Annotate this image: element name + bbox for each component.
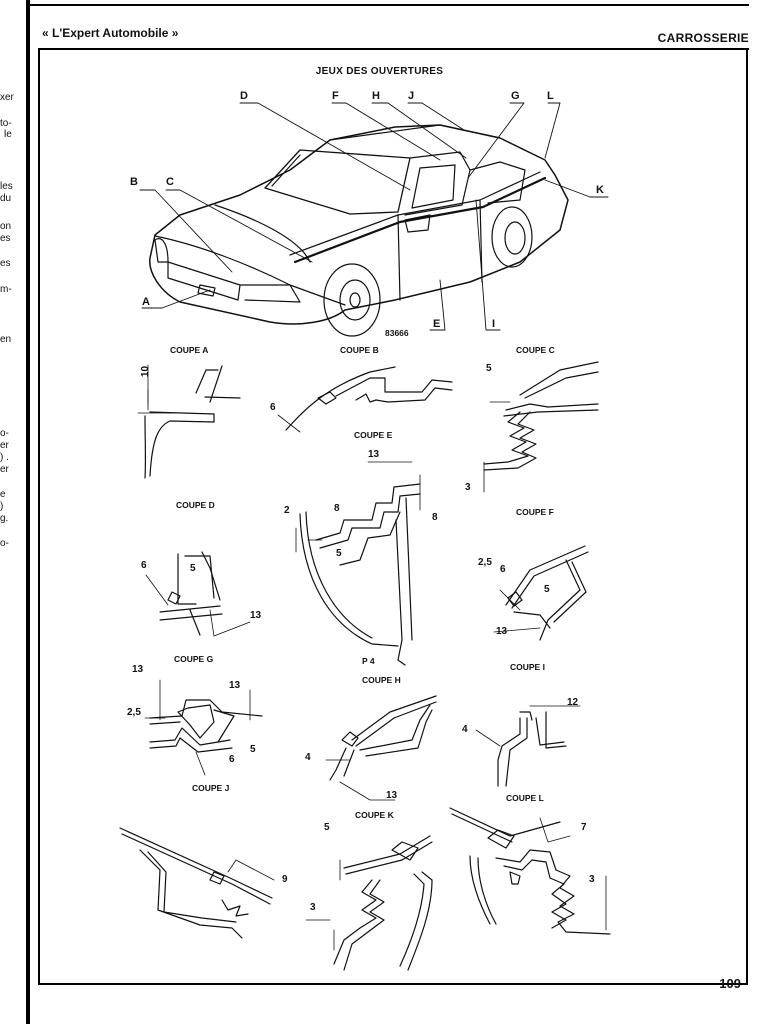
coupe-d-dim-6: 6 [141,560,147,571]
coupe-e-drawing [295,461,421,666]
callout-c: C [166,176,174,188]
margin-fragment: on [0,221,12,232]
callout-leaders [139,102,609,331]
coupe-e-note: P 4 [362,656,375,666]
margin-fragment: er [0,440,9,451]
coupe-c-drawing [483,361,599,493]
callout-i: I [492,318,496,330]
coupe-d-dim-13: 13 [250,610,262,621]
margin-fragment: g. [0,513,9,524]
coupe-a-dim-10: 10 [140,365,152,378]
margin-fragment: es [0,233,11,244]
coupe-i-dim-4: 4 [462,724,468,735]
coupe-h-dim-4: 4 [305,752,311,763]
page-spine [26,0,30,1024]
margin-fragment: to- [0,118,12,129]
callout-j: J [408,90,415,102]
coupe-e-dim-2: 2 [284,505,290,516]
callout-g: G [511,90,520,102]
coupe-k-title: COUPE K [355,810,394,820]
coupe-h-drawing [325,695,437,801]
coupe-b-dim-6: 6 [270,402,276,413]
coupe-i-title: COUPE I [510,662,545,672]
coupe-g-dim-13b: 13 [229,680,241,691]
coupe-g-dim-2-5: 2,5 [127,707,141,718]
publication-title: « L'Expert Automobile » [42,26,179,40]
coupe-d-title: COUPE D [176,500,215,510]
coupe-c-title: COUPE C [516,345,555,355]
coupe-c-dim-3: 3 [465,482,471,493]
margin-fragment: ) . [0,452,9,463]
callout-h: H [372,90,380,102]
coupe-i-drawing [475,705,581,787]
margin-fragment: les [0,181,13,192]
section-title: CARROSSERIE [657,31,749,45]
margin-fragment: es [0,258,11,269]
coupe-g-dim-13a: 13 [132,664,144,675]
coupe-f-title: COUPE F [516,507,554,517]
coupe-l-dim-7: 7 [581,822,587,833]
top-rule [30,4,749,6]
coupe-f-drawing [493,545,589,641]
coupe-f-dim-6: 6 [500,564,506,575]
facing-page-margin: xer to- le les du on es es m- en o- er )… [0,0,30,1024]
margin-fragment: m- [0,284,12,295]
figure-frame [38,50,748,985]
coupe-g-dim-6: 6 [229,754,235,765]
coupe-e-title: COUPE E [354,430,393,440]
callout-k: K [596,184,604,196]
coupe-b-title: COUPE B [340,345,379,355]
coupe-g-dim-5: 5 [250,744,256,755]
coupe-l-right-drawing [449,807,611,935]
coupe-k-dim-3: 3 [310,902,316,913]
margin-fragment: ) [0,501,4,512]
coupe-d-drawing [145,551,251,637]
margin-fragment: xer [0,92,14,103]
callout-l: L [547,90,554,102]
coupe-l-drawing [305,835,433,971]
margin-fragment: en [0,334,12,345]
coupe-k-dim-9: 9 [282,874,288,885]
coupe-f-dim-5: 5 [544,584,550,595]
coupe-h-title: COUPE H [362,675,401,685]
coupe-i-dim-12: 12 [567,697,579,708]
margin-fragment: o- [0,538,9,549]
coupe-a-title: COUPE A [170,345,209,355]
coupe-d-dim-5: 5 [190,563,196,574]
coupe-k-dim-5: 5 [324,822,330,833]
coupe-g-drawing [144,679,263,776]
coupe-h-dim-13: 13 [386,790,398,801]
margin-fragment: du [0,193,12,204]
coupe-a-drawing [137,364,241,479]
callout-e: E [433,318,441,330]
coupe-j-title: COUPE J [192,783,230,793]
coupe-l-title: COUPE L [506,793,544,803]
callout-a: A [142,296,150,308]
car-illustration [149,124,569,337]
coupe-c-dim-5: 5 [486,363,492,374]
coupe-k-drawing [119,827,275,939]
coupe-f-dim-2-5: 2,5 [478,557,492,568]
margin-fragment: o- [0,428,9,439]
margin-fragment: er [0,464,9,475]
callout-b: B [130,176,138,188]
callout-f: F [332,90,339,102]
coupe-f-dim-13: 13 [496,626,508,637]
coupe-e-dim-8a: 8 [334,503,340,514]
margin-fragment: le [4,129,12,140]
margin-fragment: e [0,489,6,500]
header-rule [38,48,749,50]
coupe-e-dim-5: 5 [336,548,342,559]
coupe-e-dim-8b: 8 [432,512,438,523]
callout-d: D [240,90,248,102]
coupe-b-drawing [277,366,453,433]
coupe-g-title: COUPE G [174,654,214,664]
coupe-e-dim-13: 13 [368,449,380,460]
figure-reference: 83666 [385,328,409,338]
coupe-l-dim-3: 3 [589,874,595,885]
page-number: 109 [719,976,741,991]
figure-title: JEUX DES OUVERTURES [315,66,444,77]
